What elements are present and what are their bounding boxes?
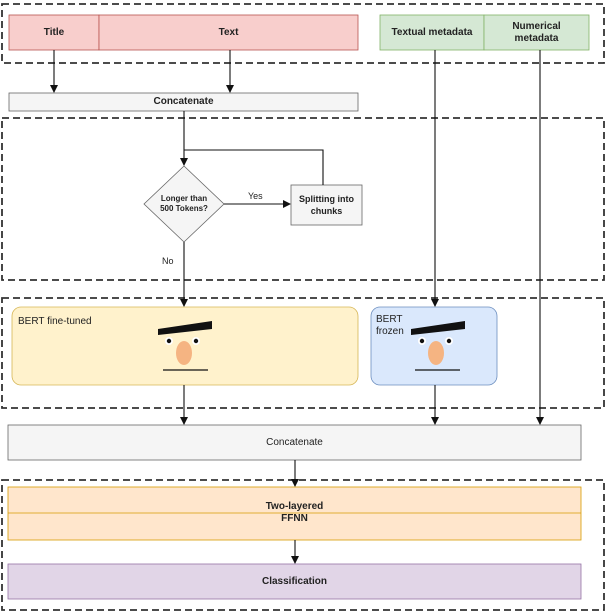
text-box-shape (98, 14, 359, 51)
classification-label: Classification (261, 575, 328, 587)
decision-line2: 500 Tokens? (160, 204, 208, 213)
classification-box-shape (7, 563, 582, 600)
bert-group-frame (1, 297, 605, 409)
no-label: No (162, 256, 174, 266)
text-input-label: Text (218, 26, 239, 38)
textual-metadata-label: Textual metadata (391, 26, 473, 38)
ffnn-label: Two-layered FFNN (8, 499, 581, 527)
bert-face-finetuned (158, 321, 212, 371)
decision-label: Longer than 500 Tokens? (144, 190, 224, 218)
numerical-metadata-box-shape (483, 14, 590, 51)
chunking-group-frame (1, 117, 605, 281)
title-input-label: Title (43, 26, 65, 38)
input-group-frame (1, 3, 605, 64)
concatenate-bottom-label: Concatenate (266, 436, 323, 448)
yes-label: Yes (248, 191, 263, 201)
ffnn-line2: FFNN (281, 513, 308, 524)
numerical-metadata-label: Numerical metadata (484, 15, 589, 50)
classifier-group-frame (1, 479, 605, 611)
title-box-shape (8, 14, 100, 51)
bert-finetuned-label: BERT fine-tuned (18, 316, 92, 327)
splitting-line2: chunks (310, 206, 343, 216)
splitting-box-shape (290, 184, 363, 226)
splitting-line1: Splitting into (299, 194, 354, 204)
decision-line1: Longer than (160, 194, 208, 203)
bert-frozen-line1: BERT (376, 314, 403, 325)
bert-face-frozen (411, 321, 465, 371)
numerical-metadata-line2: metadata (514, 32, 559, 44)
concatenate-top-label: Concatenate (153, 96, 214, 107)
concatenate-bottom-shape (7, 424, 582, 461)
bert-frozen-label: BERT frozen (376, 314, 404, 338)
ffnn-line1: Two-layered (265, 501, 324, 512)
splitting-label: Splitting into chunks (291, 185, 362, 225)
numerical-metadata-line1: Numerical (512, 20, 561, 32)
bert-frozen-line2: frozen (376, 326, 404, 337)
ffnn-box-shape (7, 486, 582, 541)
textual-metadata-box-shape (379, 14, 485, 51)
